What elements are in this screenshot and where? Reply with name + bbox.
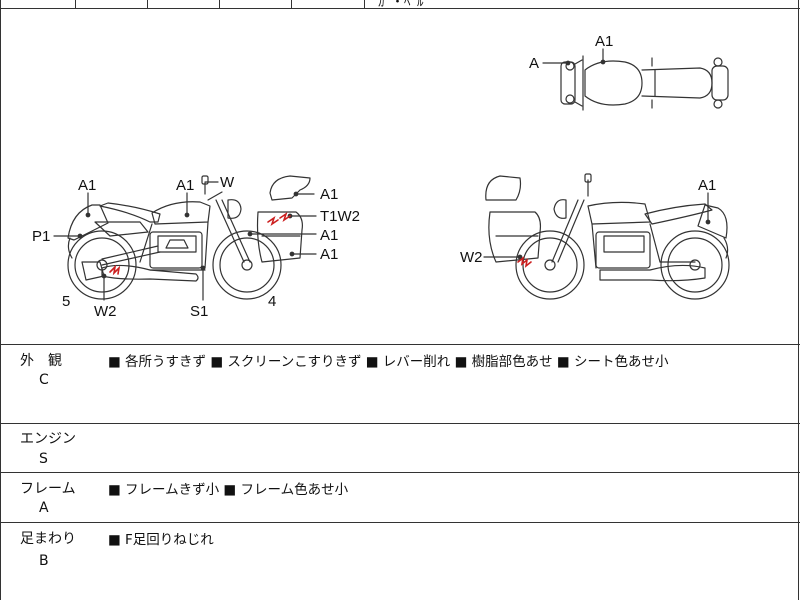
label-a1-rear: A1	[78, 177, 96, 194]
motorcycle-right-view	[485, 173, 730, 300]
damage-mark	[267, 216, 279, 226]
row-notes: ■ 各所うすきず ■ スクリーンこすりきず ■ レバー削れ ■ 樹脂部色あせ ■…	[108, 354, 669, 370]
row-divider	[0, 423, 800, 424]
row-title: 外 観	[20, 353, 62, 369]
label-a1-tank: A1	[176, 177, 194, 194]
damage-marks	[109, 212, 532, 276]
label-5: 5	[62, 293, 70, 310]
label-a1-mid: A1	[320, 227, 338, 244]
damage-mark	[279, 212, 291, 222]
label-s1: S1	[190, 303, 208, 320]
label-a1-screen: A1	[320, 186, 338, 203]
label-w2-left: W2	[94, 303, 117, 320]
row-grade: S	[39, 451, 48, 467]
damage-mark	[109, 264, 121, 276]
top-cell-divider	[291, 0, 292, 8]
leader-lines-left	[53, 181, 317, 301]
damage-diagram: A A1 A1 A1 W A1 T1W2 A1 A1 P1 W2 S1 5 4 …	[32, 33, 730, 320]
row-grade: A	[39, 500, 49, 516]
row-divider	[0, 522, 800, 523]
label-a1-low: A1	[320, 246, 338, 263]
row-title: エンジン	[20, 431, 76, 447]
label-w2-right: W2	[460, 249, 483, 266]
motorcycle-top-view	[560, 55, 729, 111]
row-notes: ■ F足回りねじれ	[108, 532, 214, 548]
header-fragment: ｶﾞ・ﾍﾞﾙ	[378, 0, 424, 10]
left-border	[0, 0, 1, 600]
row-divider	[0, 472, 800, 473]
label-4: 4	[268, 293, 276, 310]
top-cell-divider	[364, 0, 365, 8]
label-p1: P1	[32, 228, 50, 245]
top-row-bottom-border	[0, 8, 800, 9]
damage-mark	[517, 256, 532, 268]
row-notes: ■ フレームきず小 ■ フレーム色あせ小	[108, 482, 349, 498]
label-w-mirror: W	[220, 174, 235, 191]
diagram-bottom-border	[0, 344, 800, 345]
top-cell-divider	[219, 0, 220, 8]
row-grade: C	[39, 372, 49, 388]
row-title: フレーム	[20, 481, 76, 497]
motorcycle-left-view	[67, 175, 311, 300]
label-a-top: A	[529, 55, 539, 72]
row-title: 足まわり	[20, 531, 76, 547]
leader-lines-right	[483, 192, 711, 260]
top-cell-divider	[147, 0, 148, 8]
label-a1-right: A1	[698, 177, 716, 194]
top-cell-divider	[75, 0, 76, 8]
label-t1w2: T1W2	[320, 208, 360, 225]
right-border	[798, 0, 799, 600]
label-a1-top: A1	[595, 33, 613, 50]
row-grade: B	[39, 553, 49, 569]
